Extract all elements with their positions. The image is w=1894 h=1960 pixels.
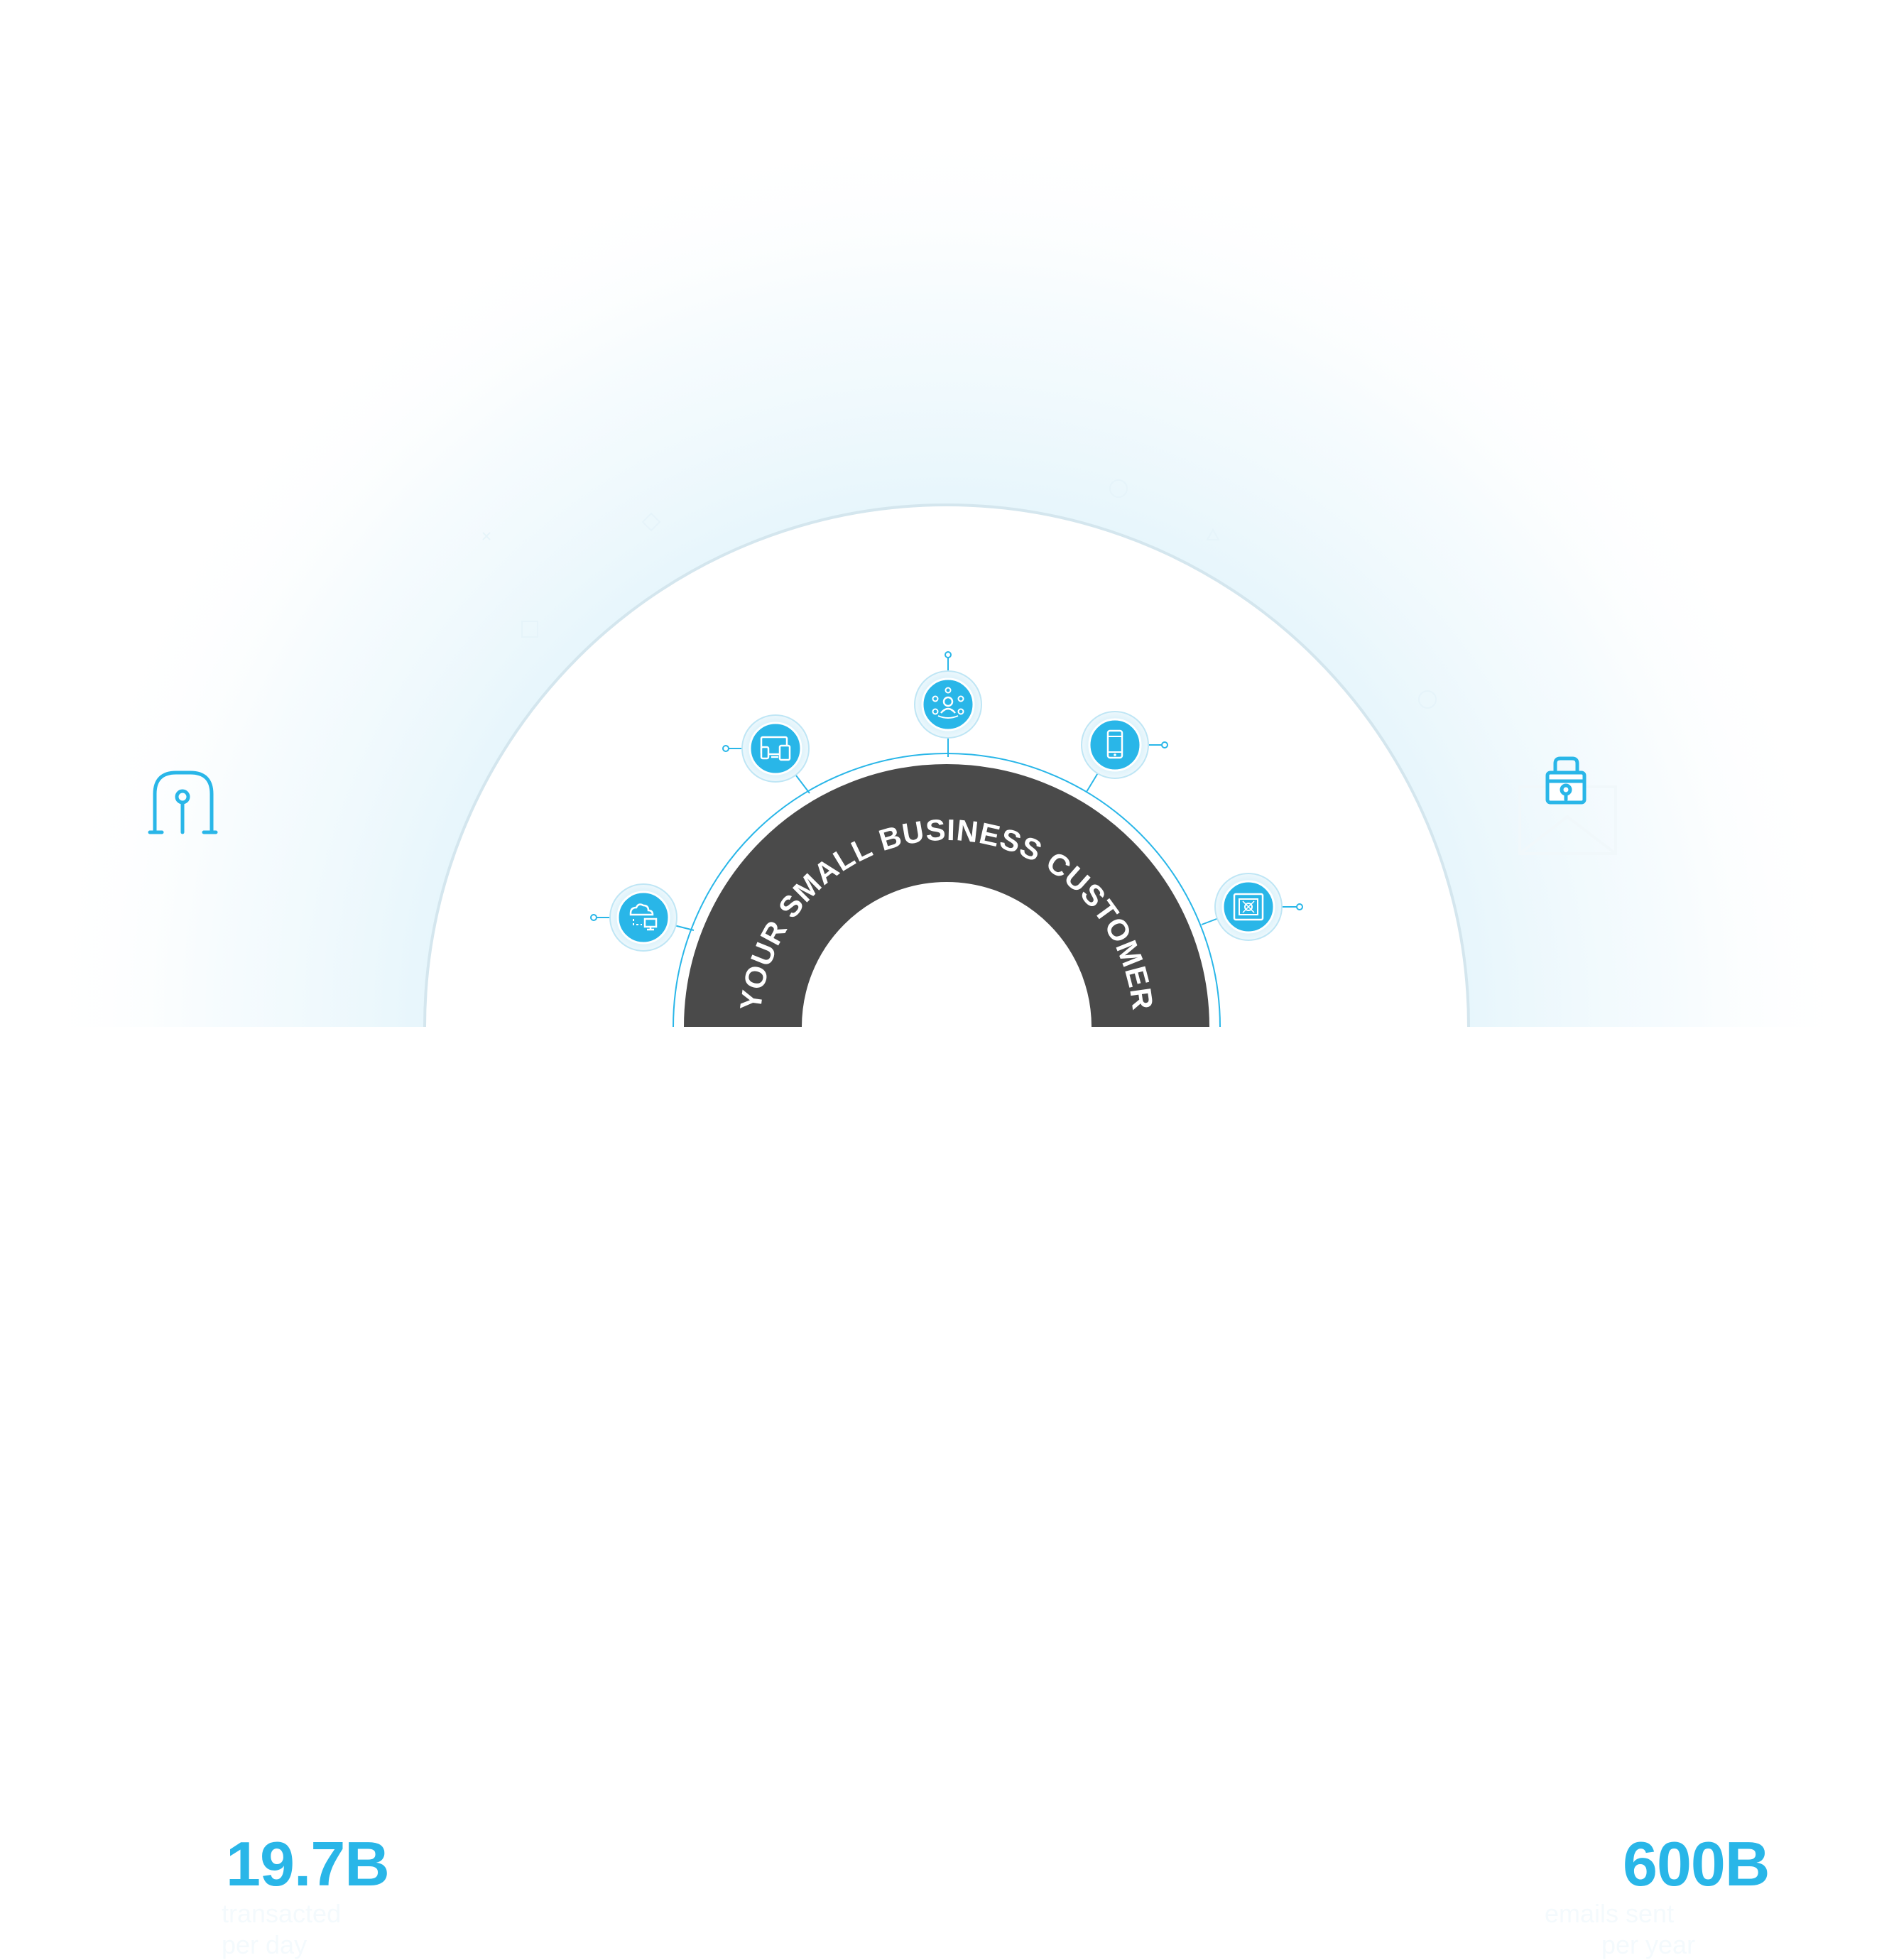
stat-left-caption-line1: transacted: [222, 1899, 342, 1928]
stat-right-caption-line1: emails sent: [1545, 1899, 1675, 1928]
gateway-pin-icon: [148, 771, 218, 834]
stat-right-value: 600B: [1623, 1829, 1770, 1899]
diagram-canvas: YOUR SMALL BUSINESS CUSTOMER: [38, 118, 1856, 1959]
cloud-transfer-icon: [629, 903, 658, 931]
triangle-decor-icon: [1206, 528, 1220, 540]
stat-left-value: 19.7B: [226, 1829, 390, 1899]
multi-device-icon: [760, 736, 791, 761]
stat-left-caption-line2: per day: [222, 1930, 307, 1959]
padlock-envelope-icon: [1518, 756, 1617, 855]
node-group: [590, 651, 1303, 952]
circle-decor-icon: [1418, 690, 1437, 709]
halo-decorations: [482, 479, 1437, 709]
square-decor-icon: [521, 621, 538, 638]
smartphone-icon: [1106, 729, 1123, 759]
diagram-graphic: YOUR SMALL BUSINESS CUSTOMER: [38, 118, 1856, 1936]
node-multi-device: [722, 714, 810, 794]
people-network-icon: [932, 687, 964, 719]
node-cloud-transfer: [590, 883, 695, 952]
safe-vault-icon: [1233, 893, 1264, 921]
circle-decor-icon: [1109, 479, 1128, 498]
stat-right-caption-line2: per year: [1601, 1930, 1696, 1959]
cross-decor-icon: [482, 532, 491, 540]
node-smartphone: [1081, 711, 1168, 793]
node-people-network: [914, 651, 982, 757]
diamond-decor-icon: [641, 512, 661, 532]
node-safe-vault: [1201, 873, 1303, 941]
